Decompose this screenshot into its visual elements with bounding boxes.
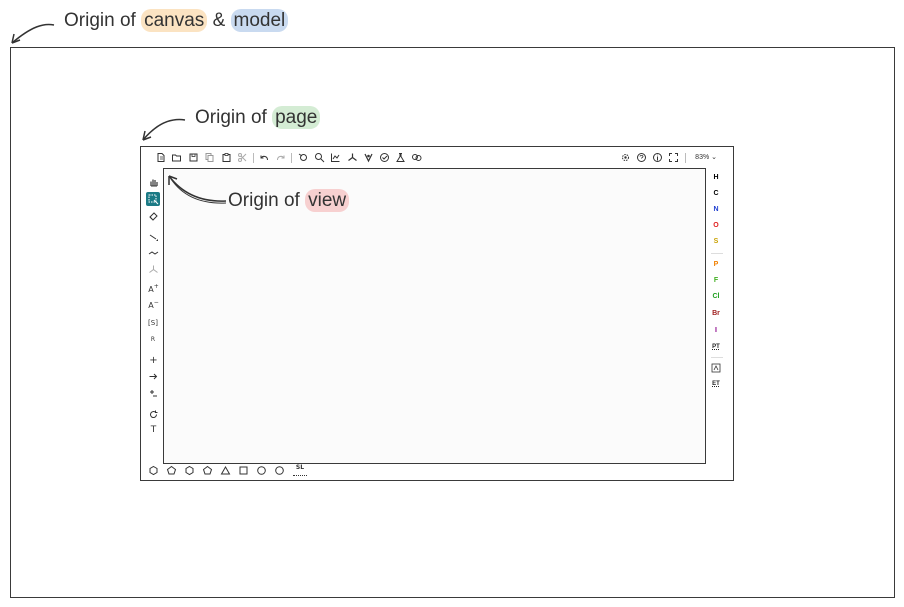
extended-table-button[interactable]: ET (712, 381, 720, 387)
atom-button-cl[interactable]: Cl (712, 293, 720, 300)
template-toolbar: SL (141, 462, 321, 480)
single-bond-icon[interactable] (148, 232, 159, 243)
select-lasso-icon[interactable] (146, 192, 160, 206)
layout-icon[interactable] (298, 152, 309, 163)
annotation-amp: & (207, 10, 231, 31)
model-highlight: model (230, 9, 289, 32)
view-highlight: view (305, 189, 350, 212)
check-icon[interactable] (379, 152, 390, 163)
view-origin-arrow (168, 175, 227, 204)
cyclopentane-icon[interactable] (166, 465, 177, 476)
cyclohexane-icon[interactable] (148, 465, 159, 476)
benzene-icon[interactable] (184, 465, 195, 476)
page-origin-arrow (142, 118, 186, 141)
toolbar-separator (291, 153, 292, 163)
help-icon[interactable] (636, 152, 647, 163)
reaction-arrow-icon[interactable] (148, 371, 159, 382)
zoom-select[interactable]: 83% ⌄ (695, 154, 717, 161)
chain-icon[interactable] (148, 248, 159, 259)
atom-button-s[interactable]: S (713, 238, 719, 245)
save-icon[interactable] (188, 152, 199, 163)
open-file-icon[interactable] (171, 152, 182, 163)
any-atom-icon[interactable] (705, 363, 727, 373)
atom-button-n[interactable]: N (713, 206, 719, 213)
atom-separator (711, 357, 723, 358)
mapping-icon[interactable] (148, 388, 159, 399)
hand-icon[interactable] (148, 177, 159, 188)
ketcher-editor: 83% ⌄ A+ A− [S] R + T H C N O S P (140, 146, 734, 481)
drawing-view[interactable] (163, 168, 706, 464)
atom-button-p[interactable]: P (713, 261, 719, 268)
atom-button-o[interactable]: O (713, 222, 719, 229)
eraser-icon[interactable] (148, 210, 159, 221)
cyclooctane-icon[interactable] (274, 465, 285, 476)
rotate-icon[interactable] (148, 409, 159, 420)
undo-icon[interactable] (259, 152, 270, 163)
periodic-table-button[interactable]: PT (712, 344, 720, 350)
chart-icon[interactable] (330, 152, 341, 163)
rgroup-label: R (150, 336, 156, 343)
canvas-model-annotation: Origin of canvas & model (64, 9, 289, 32)
annotation-prefix: Origin of (195, 107, 273, 128)
aromatize-icon[interactable] (363, 152, 374, 163)
structure-icon[interactable] (347, 152, 358, 163)
annotation-prefix: Origin of (228, 190, 306, 211)
new-file-icon[interactable] (155, 152, 166, 163)
cyclobutane-icon[interactable] (238, 465, 249, 476)
reaction-plus-icon[interactable]: + (149, 355, 158, 366)
rgroup-icon[interactable]: R (146, 334, 160, 345)
page-annotation: Origin of page (195, 106, 321, 129)
atom-button-i[interactable]: I (715, 327, 717, 334)
charge-minus-label: A (148, 301, 154, 310)
canvas-frame (10, 47, 895, 598)
canvas-highlight: canvas (141, 9, 208, 32)
charge-plus-label: A (148, 285, 154, 294)
toolbar-separator (253, 153, 254, 163)
text-tool-icon[interactable]: T (150, 425, 157, 435)
atom-button-h[interactable]: H (713, 174, 719, 181)
cyclopropane-icon[interactable] (220, 465, 231, 476)
charge-minus-icon[interactable]: A− (148, 299, 159, 310)
left-toolbar: A+ A− [S] R + T (141, 169, 163, 461)
atom-separator (711, 253, 723, 254)
stereo-icon[interactable] (148, 264, 159, 275)
copy-icon[interactable] (204, 152, 215, 163)
settings-icon[interactable] (620, 152, 631, 163)
about-icon[interactable] (652, 152, 663, 163)
canvas-origin-arrow (11, 23, 55, 44)
view-annotation: Origin of view (228, 189, 350, 212)
sgroup-icon[interactable]: [S] (148, 319, 158, 327)
zoom-value: 83% (695, 154, 710, 161)
atom-button-c[interactable]: C (713, 190, 719, 197)
3d-view-icon[interactable] (411, 152, 422, 163)
cycloheptane-icon[interactable] (256, 465, 267, 476)
top-toolbar: 83% ⌄ (141, 147, 733, 169)
cut-icon[interactable] (237, 152, 248, 163)
structure-library-button[interactable]: SL (293, 464, 307, 476)
analyze-icon[interactable] (395, 152, 406, 163)
charge-plus-icon[interactable]: A+ (148, 283, 159, 294)
paste-icon[interactable] (221, 152, 232, 163)
atom-button-br[interactable]: Br (712, 310, 720, 317)
fullscreen-icon[interactable] (668, 152, 679, 163)
cyclopentadiene-icon[interactable] (202, 465, 213, 476)
toolbar-separator (685, 153, 686, 163)
zoom-icon[interactable] (314, 152, 325, 163)
atom-button-f[interactable]: F (713, 277, 719, 284)
page-highlight: page (272, 106, 321, 129)
redo-icon[interactable] (275, 152, 286, 163)
annotation-prefix: Origin of (64, 10, 142, 31)
